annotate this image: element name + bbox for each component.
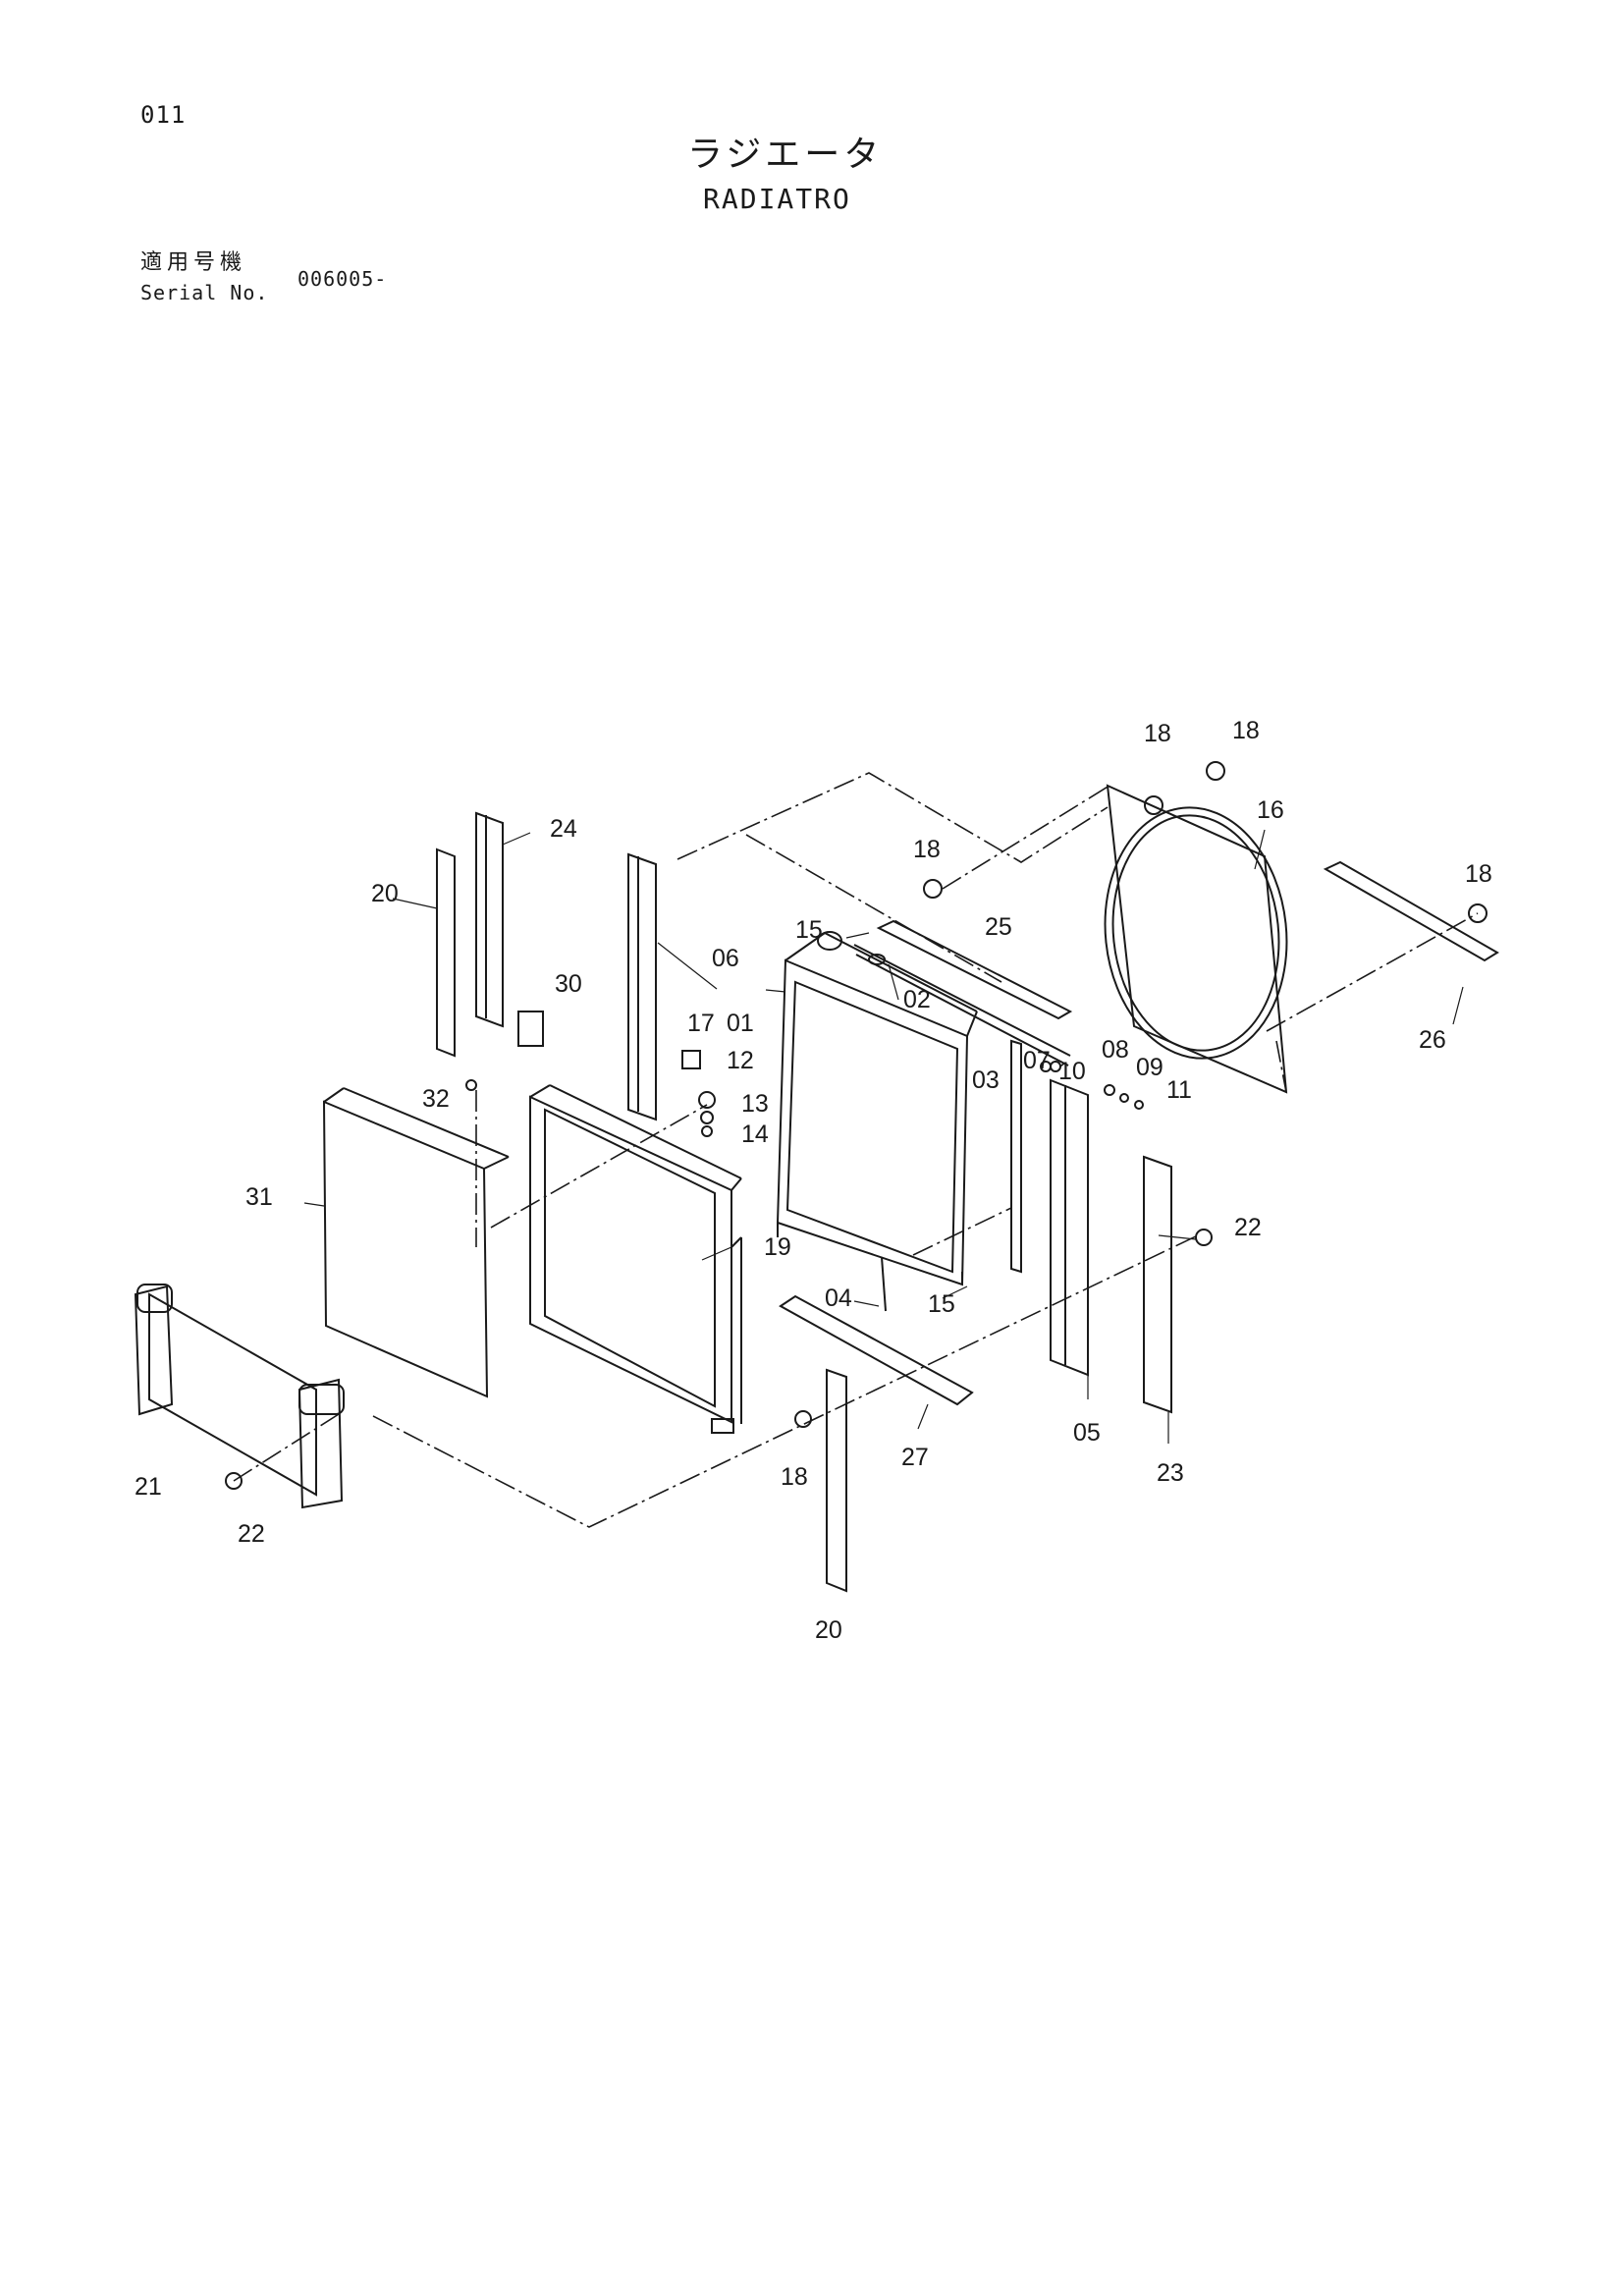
part-09	[1119, 1093, 1129, 1103]
bolt-18-c	[923, 879, 943, 899]
label-17: 17	[687, 1010, 715, 1037]
label-14: 14	[741, 1121, 769, 1148]
label-08: 08	[1102, 1036, 1129, 1064]
label-31: 31	[245, 1183, 273, 1211]
label-11: 11	[1166, 1076, 1192, 1104]
label-20-lower: 20	[815, 1616, 842, 1644]
label-18-b: 18	[1232, 717, 1260, 744]
label-26: 26	[1419, 1026, 1446, 1054]
label-09: 09	[1136, 1054, 1163, 1081]
label-06: 06	[712, 945, 739, 972]
nut-22-b	[1195, 1229, 1213, 1246]
label-16: 16	[1257, 796, 1284, 824]
page-number: 011	[140, 101, 187, 129]
page-title-english: RADIATRO	[703, 183, 851, 215]
part-08	[1104, 1084, 1115, 1096]
part-14	[701, 1125, 713, 1137]
label-25: 25	[985, 913, 1012, 941]
part-side-member-05	[1050, 1078, 1089, 1377]
label-04: 04	[825, 1285, 852, 1312]
part-13	[700, 1111, 714, 1124]
label-22-right: 22	[1234, 1214, 1262, 1241]
label-10: 10	[1058, 1058, 1086, 1085]
label-32: 32	[422, 1085, 450, 1113]
label-12: 12	[727, 1047, 754, 1074]
label-30: 30	[555, 970, 582, 998]
serial-number-range: 006005-	[298, 267, 388, 291]
label-19: 19	[764, 1233, 791, 1261]
part-30	[517, 1011, 544, 1047]
part-member-26	[1323, 860, 1499, 962]
label-24: 24	[550, 815, 577, 843]
label-03: 03	[972, 1066, 1000, 1094]
bolt-18-e	[794, 1410, 812, 1428]
serial-label-japanese: 適用号機	[140, 250, 247, 275]
part-11	[1134, 1100, 1144, 1110]
assembly-lines	[233, 772, 1479, 1528]
label-21: 21	[135, 1473, 162, 1501]
part-12	[698, 1091, 716, 1109]
label-02: 02	[903, 986, 931, 1013]
label-15-upper: 15	[795, 916, 823, 944]
bolt-18-d	[1468, 903, 1488, 923]
part-intercooler	[134, 1284, 345, 1509]
part-cover-panel	[322, 1087, 510, 1398]
serial-label-english: Serial No.	[140, 281, 269, 304]
part-side-member-24	[475, 811, 504, 1028]
label-18-a: 18	[1144, 720, 1171, 747]
bolt-18-b	[1206, 761, 1225, 781]
nut-22-a	[225, 1472, 243, 1490]
part-plate-23	[1143, 1155, 1172, 1414]
label-18-e: 18	[781, 1463, 808, 1491]
part-plate-20-upper	[436, 847, 456, 1058]
label-05: 05	[1073, 1419, 1101, 1447]
label-23: 23	[1157, 1459, 1184, 1487]
label-22-lower: 22	[238, 1520, 265, 1548]
leader-lines	[303, 829, 1464, 1444]
part-member-25	[876, 919, 1073, 1020]
label-15-lower: 15	[928, 1290, 955, 1318]
bolt-18-a	[1144, 795, 1163, 815]
part-rod-03	[1010, 1039, 1022, 1274]
part-plate-20-lower	[826, 1368, 847, 1593]
part-radiator-core	[776, 931, 978, 1286]
label-27: 27	[901, 1444, 929, 1471]
label-20-upper: 20	[371, 880, 399, 907]
label-18-d: 18	[1465, 860, 1492, 888]
label-18-c: 18	[913, 836, 941, 863]
part-17	[681, 1050, 701, 1069]
page-title-japanese: ラジエータ	[687, 135, 884, 175]
part-side-member-06	[627, 852, 657, 1121]
part-radiator-frame	[529, 1084, 742, 1434]
part-number-labels: 01 02 03 04 05 06 07 08 09 10 11 12 13 1…	[135, 717, 1492, 1644]
part-04	[881, 1256, 887, 1312]
part-member-27	[779, 1294, 974, 1406]
label-07: 07	[1023, 1047, 1051, 1074]
label-01: 01	[727, 1010, 754, 1037]
part-fan-shroud	[1104, 784, 1288, 1094]
part-32	[465, 1079, 477, 1091]
part-10	[1050, 1061, 1061, 1072]
label-13: 13	[741, 1090, 769, 1118]
